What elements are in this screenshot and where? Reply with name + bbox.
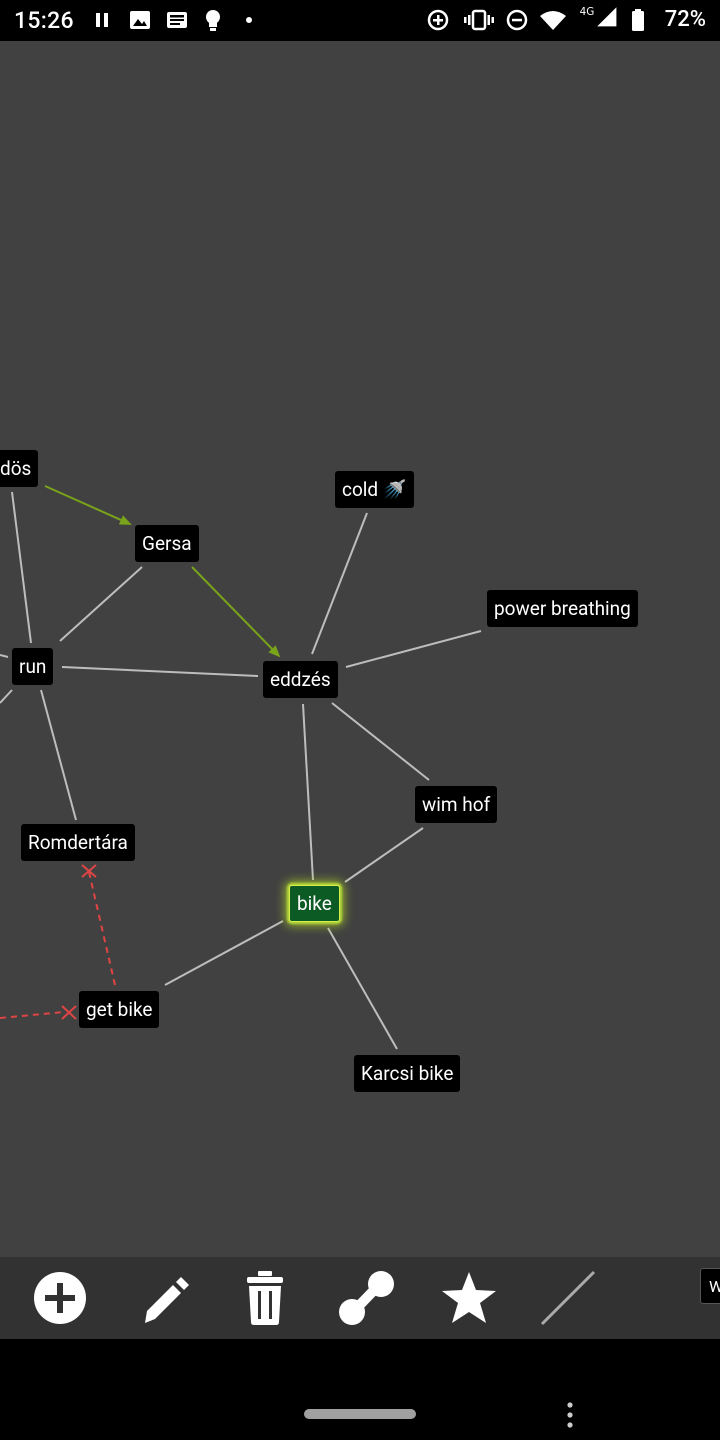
edge-run-romdertara[interactable] [40, 689, 77, 821]
overflow-menu-icon[interactable] [566, 1401, 574, 1429]
cross-marker-getbike [61, 1005, 77, 1020]
edge-power-eddzes[interactable] [345, 630, 482, 668]
edge-gersa-run[interactable] [59, 566, 143, 642]
edge-dos-run[interactable] [11, 491, 32, 644]
edit-pencil-icon [145, 1277, 189, 1323]
status-time: 15:26 [14, 7, 74, 34]
node-cold[interactable]: cold 🚿 [335, 471, 414, 508]
node-wim-hof[interactable]: wim hof [415, 786, 498, 823]
node-karcsi-bike[interactable]: Karcsi bike [354, 1055, 461, 1092]
status-bar: 15:26 4G 72% [0, 0, 720, 41]
data-saver-icon [427, 9, 449, 31]
image-icon [130, 11, 150, 29]
edge-dos-gersa-arrow[interactable] [44, 485, 132, 525]
edge-eddzes-bike[interactable] [302, 703, 314, 881]
bulb-icon [206, 10, 220, 31]
edge-gersa-eddzes-arrow[interactable] [191, 566, 281, 658]
line-icon [540, 1270, 596, 1326]
pause-icon [96, 13, 108, 27]
navigation-bar [0, 1339, 720, 1440]
wifi-icon [540, 11, 566, 30]
node-romdertara[interactable]: Romdertára [21, 824, 135, 861]
edge-bike-getbike[interactable] [164, 920, 284, 986]
edge-run-offscreen[interactable] [0, 689, 13, 704]
node-gersa[interactable]: Gersa [135, 525, 199, 562]
battery-icon [632, 9, 644, 31]
home-handle[interactable] [304, 1409, 416, 1419]
delete-trash-icon [247, 1271, 283, 1325]
do-not-disturb-icon [506, 9, 528, 31]
svg-text:4G: 4G [580, 6, 595, 18]
edge-bike-wimhof[interactable] [344, 827, 424, 883]
add-button[interactable] [15, 1257, 105, 1339]
edge-bike-karcsi[interactable] [327, 927, 398, 1050]
node-run[interactable]: run [12, 648, 54, 685]
toolbar-partial-item[interactable]: W [700, 1268, 720, 1304]
battery-percent: 72% [664, 7, 706, 32]
node-bike-selected[interactable]: bike [289, 885, 340, 922]
star-button[interactable] [424, 1257, 514, 1339]
node-get-bike[interactable]: get bike [79, 991, 160, 1028]
mind-map-canvas[interactable] [0, 41, 720, 1257]
edge-offscreen-getbike-blocked[interactable] [0, 1011, 65, 1019]
star-icon [442, 1272, 496, 1323]
connect-button[interactable] [321, 1257, 411, 1339]
vibrate-icon [464, 9, 494, 31]
node-power-breathing[interactable]: power breathing [487, 590, 638, 627]
edge-romdertara-getbike-blocked[interactable] [88, 871, 116, 986]
bottom-toolbar [0, 1257, 720, 1339]
node-dos[interactable]: dös [0, 450, 39, 487]
edit-button[interactable] [117, 1257, 207, 1339]
node-eddzes[interactable]: eddzés [263, 661, 338, 698]
cross-marker-romdertara [81, 864, 97, 878]
edge-eddzes-wimhof[interactable] [331, 702, 430, 781]
edge-run-offscreen-2[interactable] [0, 654, 9, 658]
connect-icon [339, 1271, 394, 1325]
edge-cold-eddzes[interactable] [311, 512, 368, 655]
dot-icon [246, 17, 252, 23]
delete-button[interactable] [220, 1257, 310, 1339]
line-button[interactable] [523, 1257, 613, 1339]
add-icon [34, 1272, 86, 1324]
edge-run-eddzes[interactable] [61, 666, 259, 677]
news-icon [167, 12, 187, 28]
signal-icon: 4G [580, 6, 617, 27]
